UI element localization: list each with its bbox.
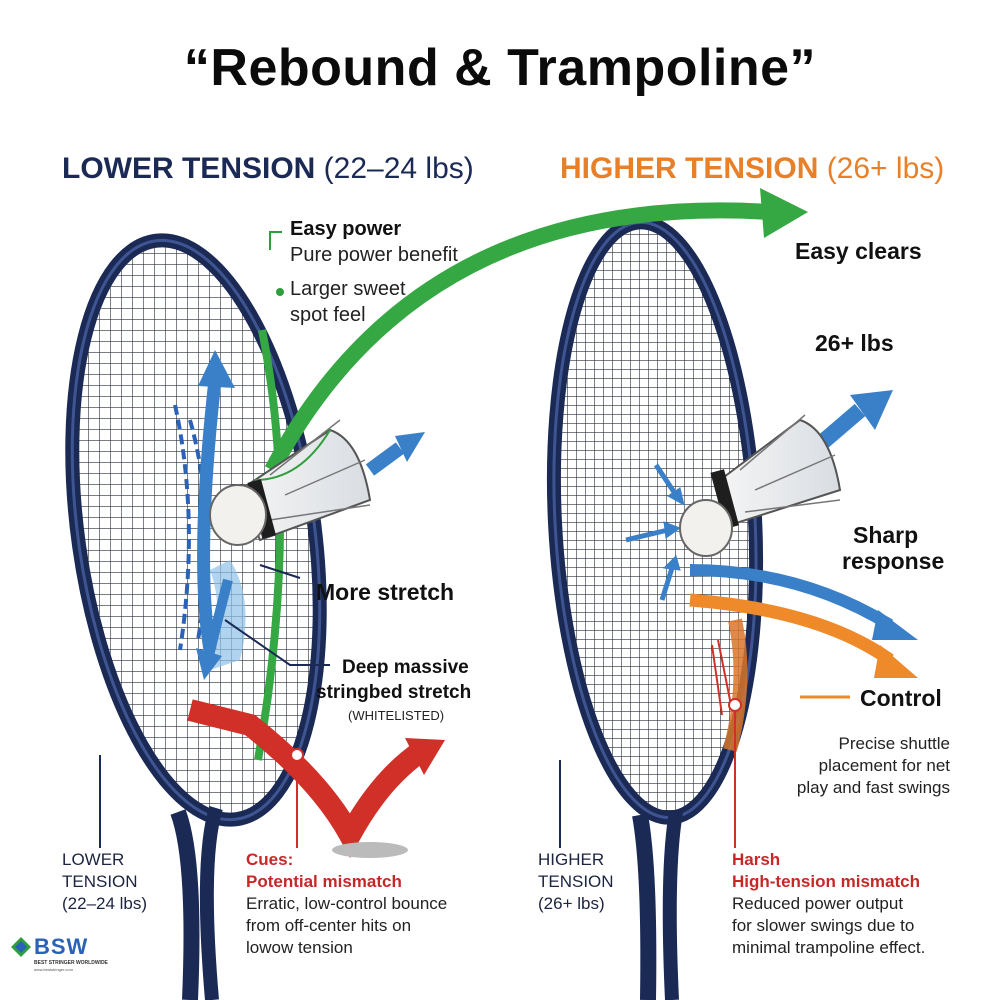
harsh-leader-dot: [728, 698, 742, 712]
higher-tension-heading-range: (26+ lbs): [818, 152, 945, 185]
red-bounce-arrowhead: [405, 738, 445, 775]
deep-stretch-label-3: (WHITELISTED): [348, 708, 445, 723]
left-shuttlecock: [209, 419, 372, 546]
more-stretch-leader: [259, 564, 301, 579]
precise-line-1: Precise shuttle: [838, 734, 951, 753]
green-power-arrowhead: [760, 188, 808, 238]
left-shaft: [170, 809, 200, 1000]
lower-tension-heading-range: (22–24 lbs): [315, 152, 474, 185]
control-label: Control: [860, 685, 942, 711]
precise-block: Precise shuttle placement for net play a…: [760, 733, 950, 799]
easy-power-label: Easy power: [290, 218, 402, 240]
larger-sweet-label-1: Larger sweet: [290, 278, 406, 300]
right-harsh-stripe: [723, 618, 748, 752]
cues-leader-dot: [290, 748, 304, 762]
right-orange-arrowhead: [874, 645, 918, 678]
right-shaft-2: [662, 810, 683, 1000]
left-blue-arrowhead-up: [198, 350, 235, 388]
green-power-arrow: [264, 202, 771, 474]
right-blue-arrow-long: [689, 564, 894, 631]
bsw-logo-name: BSW: [34, 934, 89, 959]
right-red-mark-2: [717, 639, 731, 701]
right-blue-arrowhead-up: [850, 390, 893, 430]
right-bottom-label: HIGHER TENSION (26+ lbs): [538, 849, 614, 915]
harsh-line-2: for slower swings due to: [732, 916, 915, 935]
right-shuttlecock: [679, 414, 842, 557]
right-bottom-label-2: TENSION: [538, 872, 614, 891]
cues-line-2: from off-center hits on: [246, 916, 412, 935]
left-bottom-label: LOWER TENSION (22–24 lbs): [62, 849, 147, 915]
bsw-logo-url: www.beststringer.com: [34, 967, 73, 972]
bsw-logo: BSW BEST STRINGER WORLDWIDE www.beststri…: [10, 934, 110, 974]
cues-block: Cues: Potential mismatch Erratic, low-co…: [246, 849, 447, 959]
deep-stretch-leader: [224, 619, 330, 666]
left-bottom-label-1: LOWER: [62, 850, 125, 869]
left-blue-arrow-up: [197, 379, 222, 652]
harsh-subtitle: High-tension mismatch: [732, 872, 920, 891]
lower-tension-heading: LOWER TENSION (22–24 lbs): [62, 152, 474, 186]
left-blue-arrowhead-down: [196, 648, 222, 680]
easy-clears-label: Easy clears: [795, 238, 922, 264]
deep-stretch-label-2: stringbed stretch: [316, 682, 472, 703]
red-bounce-arrow: [187, 699, 427, 858]
left-shuttle-blue-arrow: [365, 442, 405, 476]
red-arrow-shadow: [332, 842, 408, 858]
easy-power-leader: [269, 231, 282, 250]
left-shuttle-blue-arrowhead: [395, 432, 425, 462]
left-bottom-label-3: (22–24 lbs): [62, 894, 148, 913]
right-bottom-label-1: HIGHER: [538, 850, 605, 869]
page-title: “Rebound & Trampoline”: [183, 39, 817, 97]
sharp-label-2: response: [842, 548, 945, 574]
right-bottom-label-3: (26+ lbs): [538, 894, 605, 913]
cues-line-1: Erratic, low-control bounce: [246, 894, 448, 913]
higher-tension-heading-strong: HIGHER TENSION: [560, 152, 819, 185]
larger-sweet-label-2: spot feel: [290, 304, 366, 326]
more-stretch-label: More stretch: [316, 579, 455, 605]
cues-subtitle: Potential mismatch: [246, 872, 402, 891]
cues-title: Cues:: [246, 850, 294, 869]
right-shaft: [632, 813, 657, 1000]
higher-tension-heading: HIGHER TENSION (26+ lbs): [560, 152, 944, 186]
left-bottom-label-2: TENSION: [62, 872, 138, 891]
deep-stretch-label-1: Deep massive: [342, 657, 469, 678]
right-lbs-label: 26+ lbs: [815, 330, 894, 356]
harsh-line-3: minimal trampoline effect.: [732, 938, 926, 957]
right-orange-arrow: [689, 593, 894, 666]
precise-line-2: placement for net: [818, 756, 950, 775]
right-impact-arrows: [625, 463, 685, 601]
left-stretch-highlight: [210, 560, 246, 670]
precise-line-3: play and fast swings: [796, 778, 950, 797]
harsh-line-1: Reduced power output: [732, 894, 904, 913]
left-shaft-2: [199, 805, 223, 1000]
right-blue-arrowhead-long: [872, 610, 918, 640]
harsh-block: Harsh High-tension mismatch Reduced powe…: [732, 849, 925, 959]
lower-tension-heading-strong: LOWER TENSION: [62, 152, 316, 185]
right-red-mark-1: [711, 644, 723, 716]
sharp-label-1: Sharp: [853, 522, 919, 548]
bsw-logo-tagline: BEST STRINGER WORLDWIDE: [34, 960, 108, 966]
cues-line-3: lowow tension: [246, 938, 353, 957]
harsh-title: Harsh: [732, 850, 781, 869]
bsw-logo-icon: [11, 937, 31, 957]
sweet-spot-bullet: [276, 288, 284, 296]
pure-power-label: Pure power benefit: [290, 244, 458, 266]
